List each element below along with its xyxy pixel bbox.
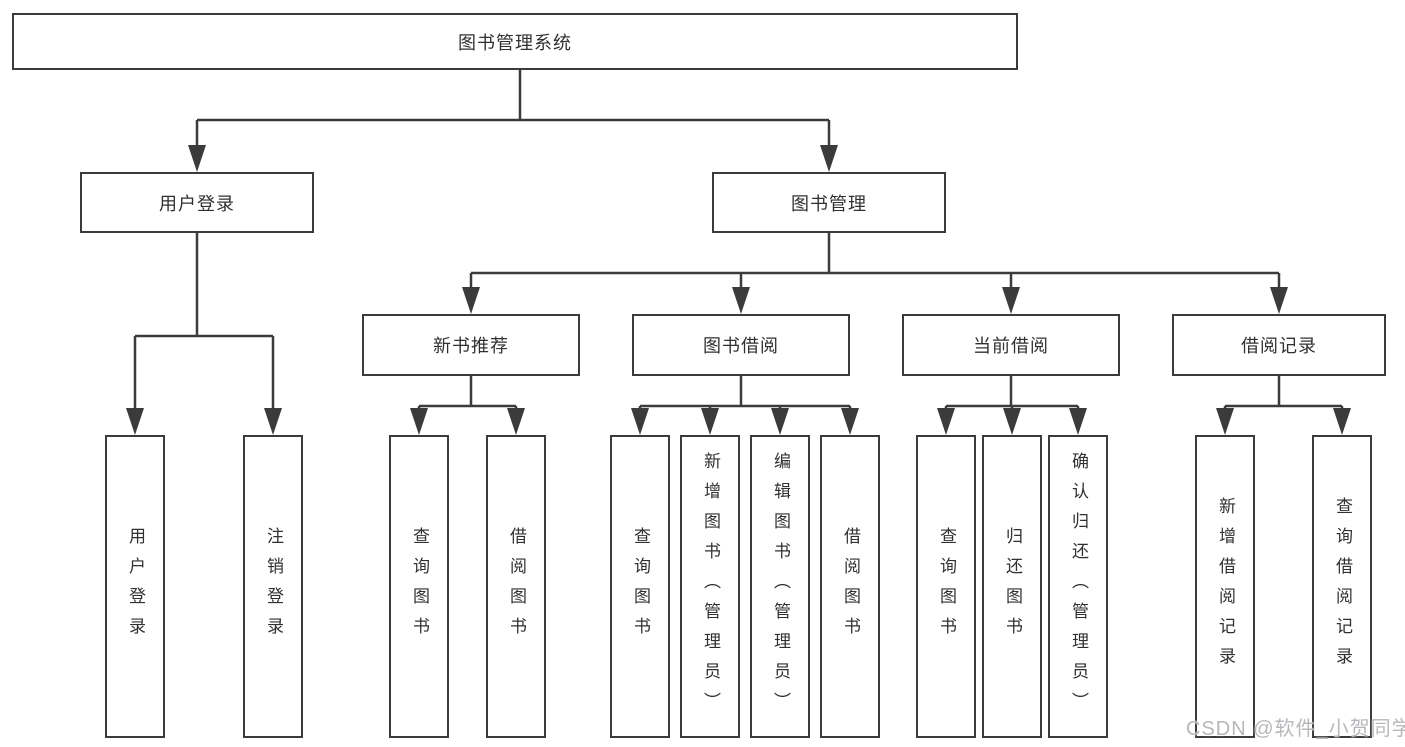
leaf-add-book-admin: 新增图书（管理员） [680, 435, 740, 738]
arrow-down-icon [631, 408, 649, 435]
node-current-borrow: 当前借阅 [902, 314, 1120, 376]
node-label: 编辑图书（管理员） [771, 451, 790, 722]
node-label: 归还图书 [1003, 526, 1022, 647]
arrow-down-icon [701, 408, 719, 435]
leaf-add-borrow-record: 新增借阅记录 [1195, 435, 1255, 738]
node-borrow-records: 借阅记录 [1172, 314, 1386, 376]
arrow-down-icon [188, 145, 206, 172]
node-book-management-branch: 图书管理 [712, 172, 946, 233]
arrow-down-icon [264, 408, 282, 435]
node-book-borrow: 图书借阅 [632, 314, 850, 376]
arrow-down-icon [820, 145, 838, 172]
node-label: 查询图书 [937, 526, 956, 647]
node-label: 图书管理 [791, 193, 867, 214]
leaf-return-book: 归还图书 [982, 435, 1042, 738]
node-label: 当前借阅 [973, 336, 1049, 356]
leaf-query-books-3: 查询图书 [916, 435, 976, 738]
leaf-query-books-1: 查询图书 [389, 435, 449, 738]
leaf-user-login: 用户登录 [105, 435, 165, 738]
arrow-down-icon [126, 408, 144, 435]
arrow-down-icon [841, 408, 859, 435]
arrow-down-icon [1069, 408, 1087, 435]
node-label: 图书借阅 [703, 336, 779, 356]
leaf-logout: 注销登录 [243, 435, 303, 738]
node-label: 借阅图书 [841, 526, 860, 647]
node-label: 用户登录 [159, 193, 235, 214]
leaf-borrow-books-1: 借阅图书 [486, 435, 546, 738]
leaf-confirm-return-admin: 确认归还（管理员） [1048, 435, 1108, 738]
node-label: 新增借阅记录 [1216, 496, 1235, 677]
leaf-query-borrow-record: 查询借阅记录 [1312, 435, 1372, 738]
leaf-query-books-2: 查询图书 [610, 435, 670, 738]
node-new-book-recommend: 新书推荐 [362, 314, 580, 376]
arrow-down-icon [1270, 287, 1288, 314]
arrow-down-icon [1003, 408, 1021, 435]
node-label: 查询图书 [631, 526, 650, 647]
arrow-down-icon [410, 408, 428, 435]
node-label: 查询借阅记录 [1333, 496, 1352, 677]
arrow-down-icon [771, 408, 789, 435]
arrow-down-icon [937, 408, 955, 435]
node-label: 查询图书 [410, 526, 429, 647]
node-label: 用户登录 [126, 526, 145, 647]
node-label: 借阅记录 [1241, 336, 1317, 356]
arrow-down-icon [507, 408, 525, 435]
arrow-down-icon [1333, 408, 1351, 435]
arrow-down-icon [1002, 287, 1020, 314]
leaf-edit-book-admin: 编辑图书（管理员） [750, 435, 810, 738]
node-label: 新书推荐 [433, 336, 509, 356]
node-label: 图书管理系统 [458, 32, 572, 53]
arrow-down-icon [732, 287, 750, 314]
arrow-down-icon [462, 287, 480, 314]
csdn-watermark: CSDN @软件_小贺同学 [1186, 718, 1405, 740]
node-label: 新增图书（管理员） [701, 451, 720, 722]
arrow-down-icon [1216, 408, 1234, 435]
node-label: 借阅图书 [507, 526, 526, 647]
leaf-borrow-books-2: 借阅图书 [820, 435, 880, 738]
node-label: 注销登录 [264, 526, 283, 647]
arrow-down-icons [126, 145, 1351, 435]
node-label: 确认归还（管理员） [1069, 451, 1088, 722]
node-root-system: 图书管理系统 [12, 13, 1018, 70]
node-user-login-branch: 用户登录 [80, 172, 314, 233]
